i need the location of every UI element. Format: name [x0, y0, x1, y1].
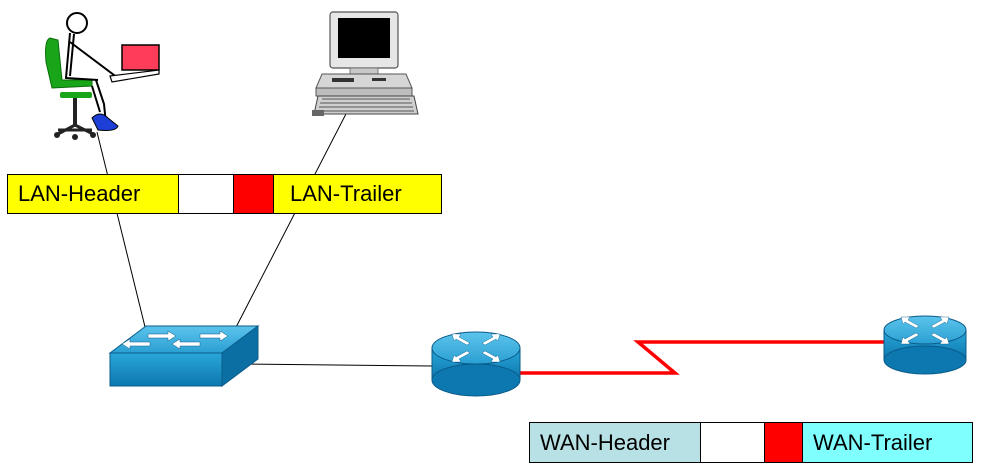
lan-trailer-cell: LAN-Trailer [273, 175, 441, 213]
wan-checksum-cell [764, 423, 802, 462]
wan-trailer-cell: WAN-Trailer [802, 423, 972, 462]
lan-header-cell: LAN-Header [8, 175, 178, 213]
lan-frame: LAN-Header LAN-Trailer [7, 174, 442, 214]
user-switch-link [96, 131, 148, 336]
router-icon [431, 331, 521, 397]
wan-serial-link [520, 340, 885, 375]
router-icon [883, 315, 967, 375]
person-at-laptop-icon [45, 12, 160, 140]
desktop-computer-icon [312, 11, 419, 116]
switch-icon [108, 325, 260, 387]
wan-header-cell: WAN-Header [530, 423, 700, 462]
switch-router-link [237, 363, 433, 367]
wan-frame: WAN-Header WAN-Trailer [529, 422, 973, 463]
workstation-switch-link [231, 109, 349, 336]
lan-checksum-cell [233, 175, 273, 213]
wan-data-cell [700, 423, 764, 462]
lan-data-cell [178, 175, 233, 213]
